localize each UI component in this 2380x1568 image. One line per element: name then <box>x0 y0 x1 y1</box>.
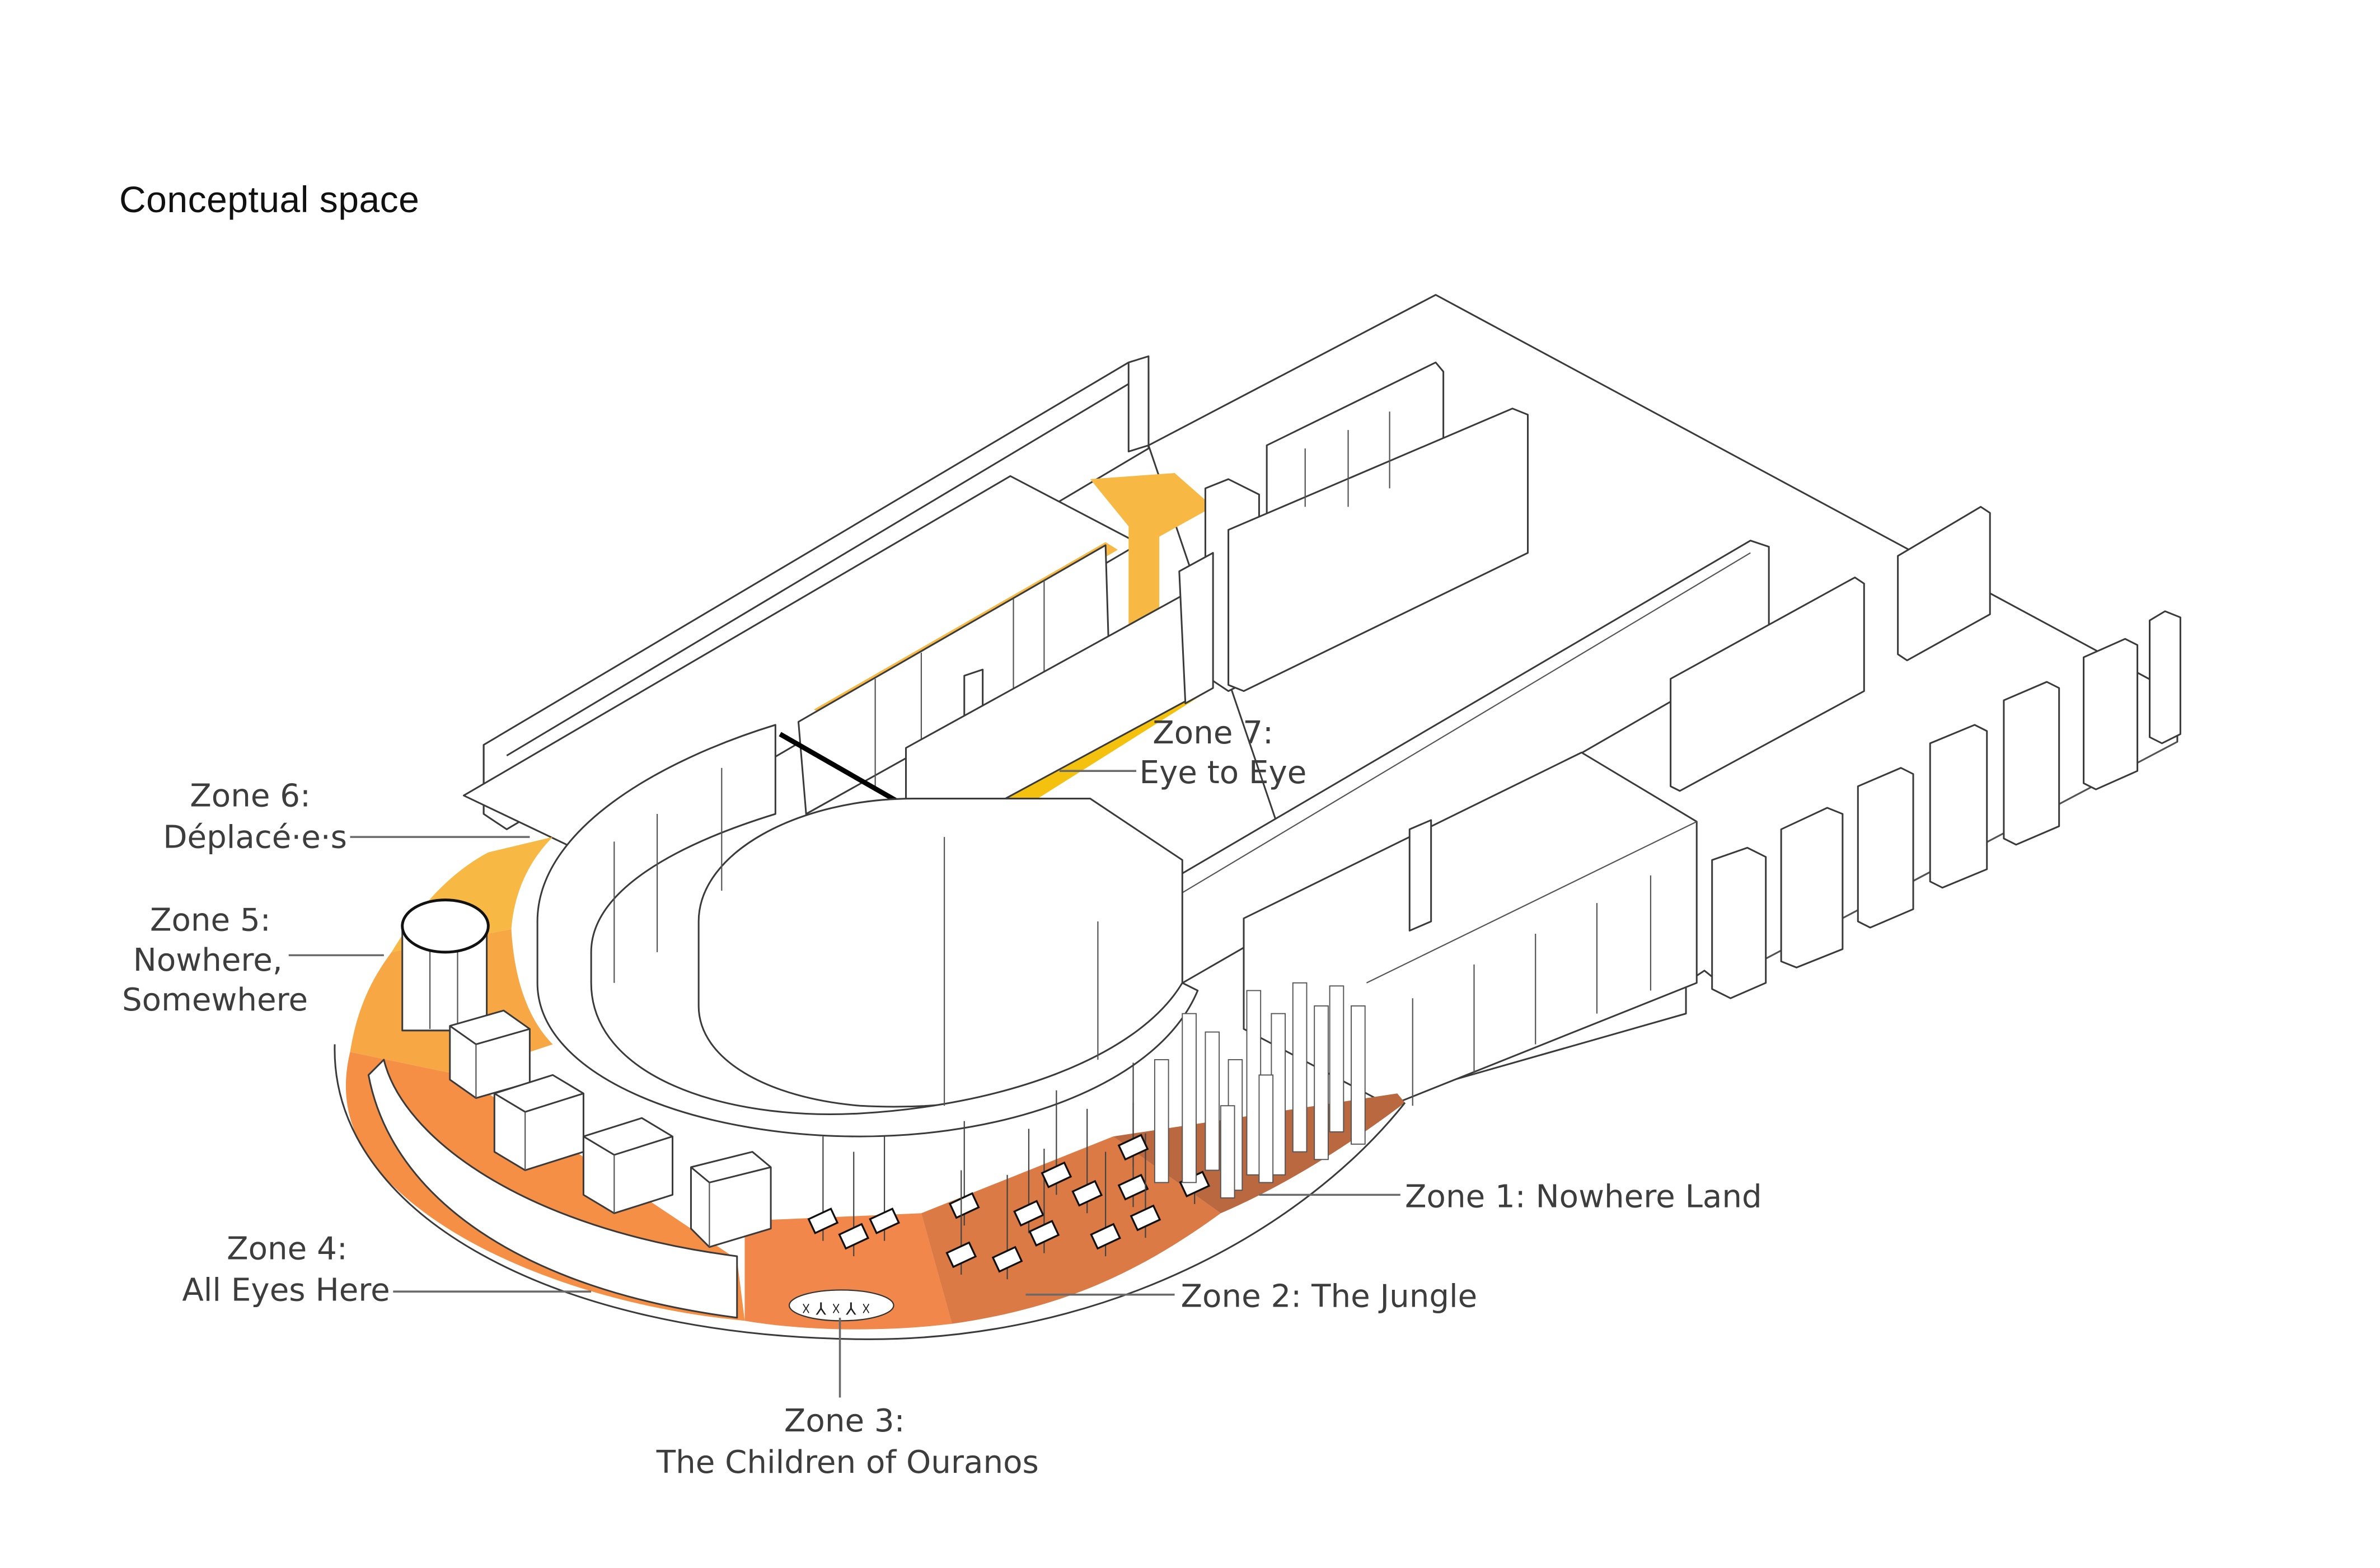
zone-5-subtitle: Nowhere, <box>133 942 283 979</box>
zone-6-subtitle: Déplacé·e·s <box>163 819 347 855</box>
zone-5-subtitle-2: Somewhere <box>122 982 308 1018</box>
column <box>1292 982 1308 1153</box>
svg-text:☓ ⅄ ☓ ⅄ ☓: ☓ ⅄ ☓ ⅄ ☓ <box>802 1299 870 1319</box>
column <box>1351 1005 1366 1145</box>
column <box>1205 1031 1220 1171</box>
zone-2-label: Zone 2: The Jungle <box>1181 1279 1478 1315</box>
small-rooms <box>1178 361 1529 704</box>
zone-7-floor-strip <box>1090 472 1214 545</box>
zone-1-columns <box>1154 982 1366 1199</box>
zone-7-heading: Zone 7: <box>1152 715 1273 751</box>
zone-7-subtitle: Eye to Eye <box>1139 755 1306 791</box>
hanging-panel <box>948 1121 980 1226</box>
hanging-panel <box>869 1136 900 1241</box>
cube <box>582 1117 674 1214</box>
zone-5-heading: Zone 5: <box>150 902 271 938</box>
hanging-panel <box>1117 1063 1149 1167</box>
column <box>1220 1105 1235 1199</box>
zone-4-subtitle: All Eyes Here <box>182 1272 390 1309</box>
zone-4-cubes <box>449 1009 772 1248</box>
column <box>1154 1059 1169 1183</box>
cube <box>449 1009 531 1099</box>
zone-4-wall <box>367 1059 738 1319</box>
zone-4-heading: Zone 4: <box>227 1231 348 1267</box>
hanging-panel <box>838 1152 870 1257</box>
leader-lines <box>288 770 1400 1398</box>
zone-3-figures: ☓ ⅄ ☓ ⅄ ☓ <box>788 1289 894 1322</box>
hanging-panel <box>807 1136 839 1241</box>
zone-5-cylinder <box>401 898 490 1032</box>
hanging-panel <box>1041 1090 1072 1195</box>
cube <box>690 1151 772 1248</box>
zone-3-subtitle: The Children of Ouranos <box>656 1444 1039 1481</box>
pilasters <box>1711 610 2181 999</box>
zone-2-panels <box>807 1063 1211 1280</box>
page-title: Conceptual space <box>119 179 420 220</box>
partition-walls <box>1104 505 1991 1018</box>
hanging-panel <box>1090 1152 1121 1257</box>
column <box>1246 990 1262 1176</box>
zone-3-heading: Zone 3: <box>784 1403 905 1439</box>
hanging-panel <box>1028 1149 1060 1253</box>
hanging-panel <box>1013 1129 1044 1233</box>
column <box>1314 1005 1329 1160</box>
zone-1-label: Zone 1: Nowhere Land <box>1405 1178 1762 1215</box>
zone-6-heading: Zone 6: <box>190 778 311 814</box>
zone-7-walls <box>779 544 1191 854</box>
column <box>1258 1074 1274 1183</box>
rotunda <box>536 724 1199 1138</box>
hanging-panel <box>1071 1108 1103 1214</box>
hanging-panel <box>991 1174 1023 1280</box>
zone-labels: Zone 1: Nowhere Land Zone 2: The Jungle … <box>122 715 1762 1481</box>
column <box>1329 985 1344 1132</box>
column <box>1182 1013 1197 1183</box>
hanging-panel <box>945 1170 977 1275</box>
cube <box>493 1074 584 1171</box>
